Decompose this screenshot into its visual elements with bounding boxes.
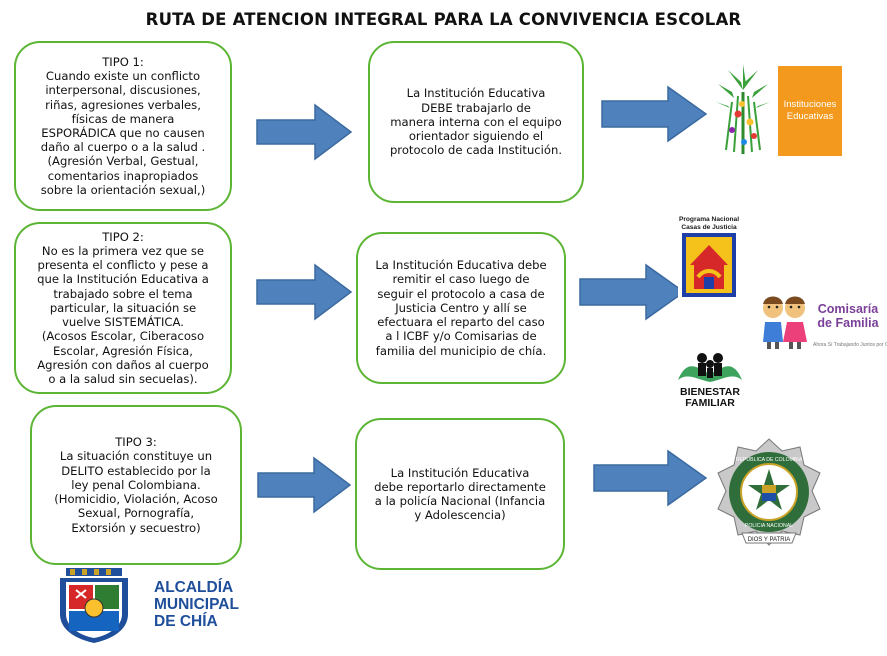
page-title: RUTA DE ATENCION INTEGRAL PARA LA CONVIV… bbox=[145, 10, 742, 29]
tipo2-action-text: La Institución Educativa debe remitir el… bbox=[375, 258, 547, 358]
tipo2-text: No es la primera vez que se presenta el … bbox=[37, 244, 209, 386]
comisaria-tagline: Ahora Sí Trabajando Juntos por Chía bbox=[813, 342, 887, 348]
tipo1-box: TIPO 1: Cuando existe un conflicto inter… bbox=[14, 41, 232, 211]
bienestar-familiar-logo: BIENESTAR FAMILIAR bbox=[668, 350, 752, 412]
arrow-right-icon bbox=[257, 456, 352, 514]
casas-justicia-logo: Programa Nacional Casas de Justicia bbox=[678, 216, 740, 302]
arrow-right-icon bbox=[256, 103, 353, 161]
comisaria-familia-logo: Comisaría de Familia Ahora Sí Trabajando… bbox=[755, 292, 887, 354]
tipo1-text: Cuando existe un conflicto interpersonal… bbox=[40, 69, 206, 197]
tipo1-title: TIPO 1: bbox=[102, 54, 144, 69]
arrow-right-icon bbox=[601, 85, 708, 143]
family-icon bbox=[678, 353, 742, 382]
casas-justicia-label: Programa Nacional Casas de Justicia bbox=[678, 216, 740, 231]
tipo3-action-box: La Institución Educativa debe reportarlo… bbox=[355, 418, 565, 570]
comisaria-label: Comisaría de Familia bbox=[817, 302, 879, 330]
instituciones-label: Instituciones Educativas bbox=[783, 99, 837, 122]
bienestar-label-2: FAMILIAR bbox=[685, 397, 735, 409]
tipo3-action-text: La Institución Educativa debe reportarlo… bbox=[374, 465, 546, 523]
house-hands-icon bbox=[682, 233, 736, 298]
arrow-right-icon bbox=[593, 449, 708, 507]
chia-crest-icon bbox=[60, 568, 128, 643]
police-shield-icon: DIOS Y PATRIA REPUBLICA DE COLOMBIA POLI… bbox=[717, 438, 821, 546]
tipo2-box: TIPO 2: No es la primera vez que se pres… bbox=[14, 222, 232, 394]
arrow-right-icon bbox=[256, 263, 353, 321]
tipo3-title: TIPO 3: bbox=[115, 435, 157, 450]
tipo3-box: TIPO 3: La situación constituye un DELIT… bbox=[30, 405, 242, 565]
arrow-right-icon bbox=[579, 263, 686, 321]
policia-band-text: POLICIA NACIONAL bbox=[745, 523, 793, 529]
tipo2-action-box: La Institución Educativa debe remitir el… bbox=[356, 232, 566, 384]
tipo1-action-box: La Institución Educativa DEBE trabajarlo… bbox=[368, 41, 584, 203]
tipo1-action-text: La Institución Educativa DEBE trabajarlo… bbox=[389, 86, 563, 158]
alcaldia-label: ALCALDÍA MUNICIPAL DE CHÍA bbox=[154, 579, 239, 630]
bienestar-label-1: BIENESTAR bbox=[680, 386, 740, 398]
policia-motto: DIOS Y PATRIA bbox=[748, 537, 791, 543]
tipo2-title: TIPO 2: bbox=[102, 229, 144, 244]
tree-icon bbox=[716, 64, 770, 154]
instituciones-educativas-logo: Instituciones Educativas bbox=[778, 66, 842, 156]
policia-ring-text: REPUBLICA DE COLOMBIA bbox=[736, 457, 803, 463]
tipo3-text: La situación constituye un DELITO establ… bbox=[54, 449, 218, 535]
children-icon bbox=[763, 296, 807, 349]
